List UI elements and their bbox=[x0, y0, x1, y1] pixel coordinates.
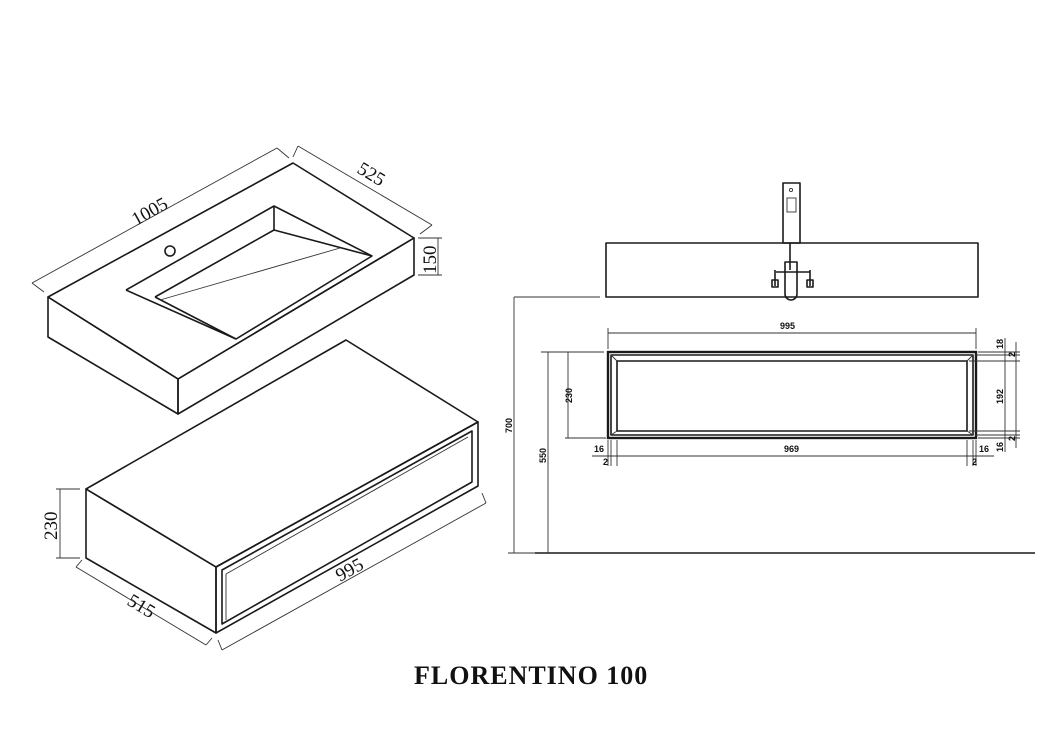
floor-height-label: 550 bbox=[538, 448, 548, 463]
inner-height-label: 192 bbox=[995, 389, 1005, 404]
dimension-basin-depth: 525 bbox=[292, 145, 433, 235]
left-gap-label: 2 bbox=[603, 457, 608, 467]
dimension-cabinet-width: 995 bbox=[607, 321, 977, 349]
dimension-basin-height: 150 bbox=[418, 237, 442, 276]
dimension-total-height: 700 bbox=[504, 296, 600, 554]
dimension-cabinet-length: 995 bbox=[217, 492, 487, 651]
basin-height-label: 150 bbox=[420, 246, 441, 275]
product-title: FLORENTINO 100 bbox=[414, 661, 648, 690]
dimension-cabinet-height: 230 bbox=[41, 488, 80, 559]
dimension-cabinet-height-elev: 230 bbox=[564, 352, 606, 439]
bottom-frame-label: 16 bbox=[995, 442, 1005, 452]
cabinet-width-label: 995 bbox=[780, 321, 795, 331]
top-frame-label: 18 bbox=[995, 339, 1005, 349]
left-frame-label: 16 bbox=[594, 444, 604, 454]
right-frame-label: 16 bbox=[979, 444, 989, 454]
dimension-floor-height: 550 bbox=[538, 351, 604, 553]
isometric-basin: 1005 525 150 bbox=[31, 145, 442, 415]
basin-length-label: 1005 bbox=[128, 194, 171, 231]
cabinet-height-elev-label: 230 bbox=[564, 388, 574, 403]
dimension-right-stack: 18 2 192 16 2 bbox=[969, 338, 1020, 452]
cabinet-depth-label: 515 bbox=[123, 590, 158, 623]
total-height-label: 700 bbox=[504, 418, 514, 433]
top-gap-label: 2 bbox=[1007, 352, 1017, 357]
faucet-icon bbox=[771, 182, 814, 301]
front-elevation: 700 550 230 995 bbox=[504, 182, 1035, 554]
right-gap-label: 2 bbox=[972, 457, 977, 467]
dimension-cabinet-depth: 515 bbox=[75, 559, 213, 646]
basin-depth-label: 525 bbox=[353, 158, 388, 191]
inner-width-label: 969 bbox=[784, 444, 799, 454]
bottom-gap-label: 2 bbox=[1007, 436, 1017, 441]
cabinet-height-label: 230 bbox=[41, 512, 62, 541]
isometric-cabinet: 230 515 995 bbox=[41, 339, 487, 651]
tap-hole-icon bbox=[164, 245, 176, 257]
dimension-inner-width: 969 16 2 16 2 bbox=[592, 440, 994, 467]
